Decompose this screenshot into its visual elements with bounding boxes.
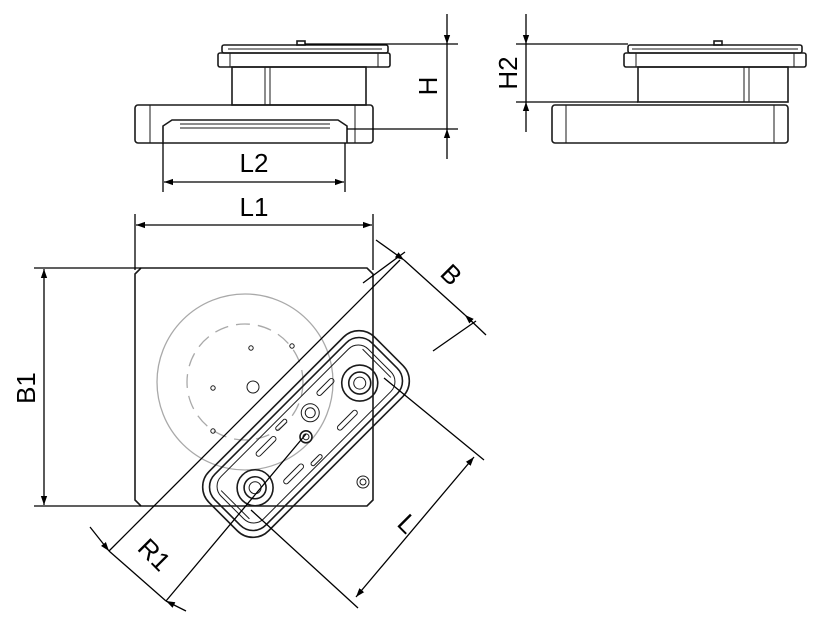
dimension-h: H [305,14,458,159]
label-l2: L2 [240,148,269,178]
dimension-b1: B1 [11,267,141,507]
label-h2: H2 [493,56,523,89]
dimension-b: B [362,239,487,352]
gripper-plate [201,329,411,539]
dimension-h2: H2 [493,14,638,132]
label-r1: R1 [132,532,177,577]
label-b: B [435,258,468,291]
dimension-l2: L2 [162,143,346,192]
label-b1: B1 [11,372,41,404]
front-view [134,40,391,144]
top-view [134,267,411,539]
label-h: H [413,77,443,96]
side-view [551,40,807,144]
dimension-l1: L1 [134,192,374,270]
label-l1: L1 [240,192,269,222]
dimension-l: L [250,377,485,609]
